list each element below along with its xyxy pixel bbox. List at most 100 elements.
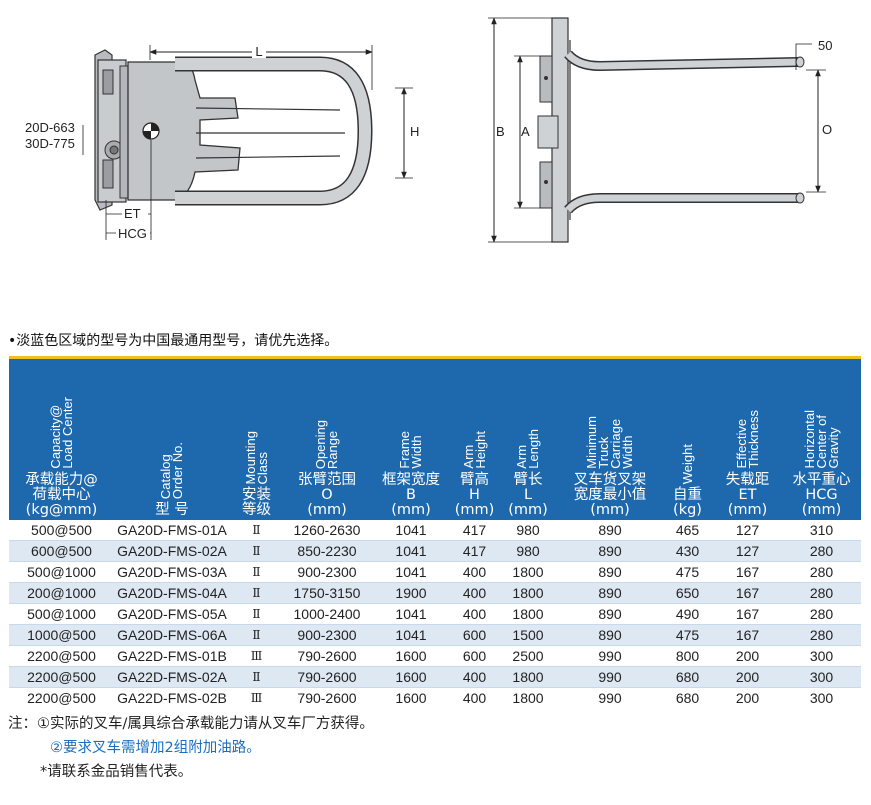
table-cell: 400 (451, 666, 498, 688)
table-cell: GA22D-FMS-01B (114, 645, 230, 667)
table-cell: 900-2300 (283, 561, 371, 583)
table-cell: 280 (782, 540, 861, 562)
table-cell: 890 (558, 582, 662, 604)
table-cell: 490 (662, 603, 713, 625)
column-header-zh: 失载距 ET (mm) (725, 472, 770, 518)
dim-b-label: B (496, 124, 505, 139)
table-cell: 300 (782, 645, 861, 667)
table-cell: 500@500 (9, 520, 114, 541)
dimension-drawings: L H 20D-663 30D-775 ET HCG (25, 17, 832, 243)
column-header-en: Effective Thickness (733, 410, 761, 469)
top-view-drawing: B A O 50 (488, 17, 832, 243)
table-cell: 1000@500 (9, 624, 114, 646)
table-cell: 1260-2630 (283, 520, 371, 541)
dim-hcg-label: HCG (118, 226, 147, 241)
footnote-1: 注：①实际的叉车/属具综合承载能力请从叉车厂方获得。 (8, 716, 374, 732)
table-cell: 500@1000 (9, 561, 114, 583)
table-cell: 680 (662, 687, 713, 707)
table-cell: 280 (782, 561, 861, 583)
table-cell: 400 (451, 603, 498, 625)
column-header-zh: 叉车货叉架 宽度最小值 (mm) (573, 472, 647, 518)
table-cell: 280 (782, 624, 861, 646)
column-header-en: Capacity@ Load Center (47, 397, 75, 469)
column-header-en: Frame Width (397, 431, 424, 469)
table-cell: 790-2600 (283, 687, 371, 707)
table-cell: 2200@500 (9, 666, 114, 688)
column-header-en: Mounting Class (242, 430, 270, 484)
table-cell: Ⅱ (230, 520, 283, 541)
table-cell: Ⅱ (230, 582, 283, 604)
table-cell: 127 (713, 540, 782, 562)
column-header-en: Catalog Order No. (158, 441, 185, 499)
table-cell: 2200@500 (9, 645, 114, 667)
table-cell: GA20D-FMS-04A (114, 582, 230, 604)
table-cell: 1041 (371, 624, 451, 646)
table-cell: 800 (662, 645, 713, 667)
column-header-en: Arm Length (514, 429, 541, 469)
table-cell: 167 (713, 561, 782, 583)
table-cell: GA20D-FMS-05A (114, 603, 230, 625)
dim-h-label: H (410, 124, 419, 139)
table-cell: 990 (558, 687, 662, 707)
table-cell: 400 (451, 582, 498, 604)
table-cell: 500@1000 (9, 603, 114, 625)
table-cell: 400 (451, 561, 498, 583)
column-header: Capacity@ Load Center 承载能力@ 荷载中心 (kg@mm) (9, 359, 114, 520)
table-cell: 200@1000 (9, 582, 114, 604)
table-cell: GA20D-FMS-02A (114, 540, 230, 562)
table-cell: Ⅲ (230, 645, 283, 667)
table-cell: 890 (558, 520, 662, 541)
table-cell: 1600 (371, 687, 451, 707)
table-cell: 1041 (371, 520, 451, 541)
table-cell: 167 (713, 603, 782, 625)
column-header-zh: 自重 (kg) (673, 487, 702, 518)
table-cell: 1041 (371, 603, 451, 625)
table-cell: 1000-2400 (283, 603, 371, 625)
table-cell: 790-2600 (283, 666, 371, 688)
table-cell: Ⅱ (230, 561, 283, 583)
table-cell: 1800 (498, 603, 558, 625)
dim-50-label: 50 (818, 38, 832, 53)
column-header-zh: 臂高 H (mm) (454, 472, 495, 518)
column-header-zh: 承载能力@ 荷载中心 (kg@mm) (25, 472, 98, 518)
table-cell: 890 (558, 540, 662, 562)
dim-a-label: A (521, 124, 530, 139)
table-cell: 1800 (498, 561, 558, 583)
column-header-zh: 型 号 (155, 502, 189, 518)
table-cell: 1800 (498, 666, 558, 688)
table-cell: 1500 (498, 624, 558, 646)
table-cell: 400 (451, 687, 498, 707)
footnote-3: *请联系金品销售代表。 (40, 764, 193, 780)
dim-l-label: L (255, 44, 262, 59)
table-cell: 790-2600 (283, 645, 371, 667)
column-header-zh: 张臂范围 O (mm) (298, 472, 356, 518)
column-header-zh: 水平重心 HCG (mm) (792, 472, 851, 518)
table-cell: 280 (782, 582, 861, 604)
table-cell: 475 (662, 624, 713, 646)
table-cell: GA22D-FMS-02A (114, 666, 230, 688)
table-cell: GA22D-FMS-02B (114, 687, 230, 707)
table-cell: Ⅱ (230, 624, 283, 646)
dim-o-label: O (822, 122, 832, 137)
column-header-en: Weight (679, 443, 695, 484)
table-cell: 600@500 (9, 540, 114, 562)
table-cell: 890 (558, 624, 662, 646)
table-cell: 900-2300 (283, 624, 371, 646)
table-cell: 417 (451, 540, 498, 562)
table-cell: 200 (713, 666, 782, 688)
table-cell: 1750-3150 (283, 582, 371, 604)
table-cell: 980 (498, 520, 558, 541)
table-cell: 310 (782, 520, 861, 541)
column-header-zh: 臂长 L (mm) (508, 472, 548, 518)
table-cell: Ⅱ (230, 603, 283, 625)
